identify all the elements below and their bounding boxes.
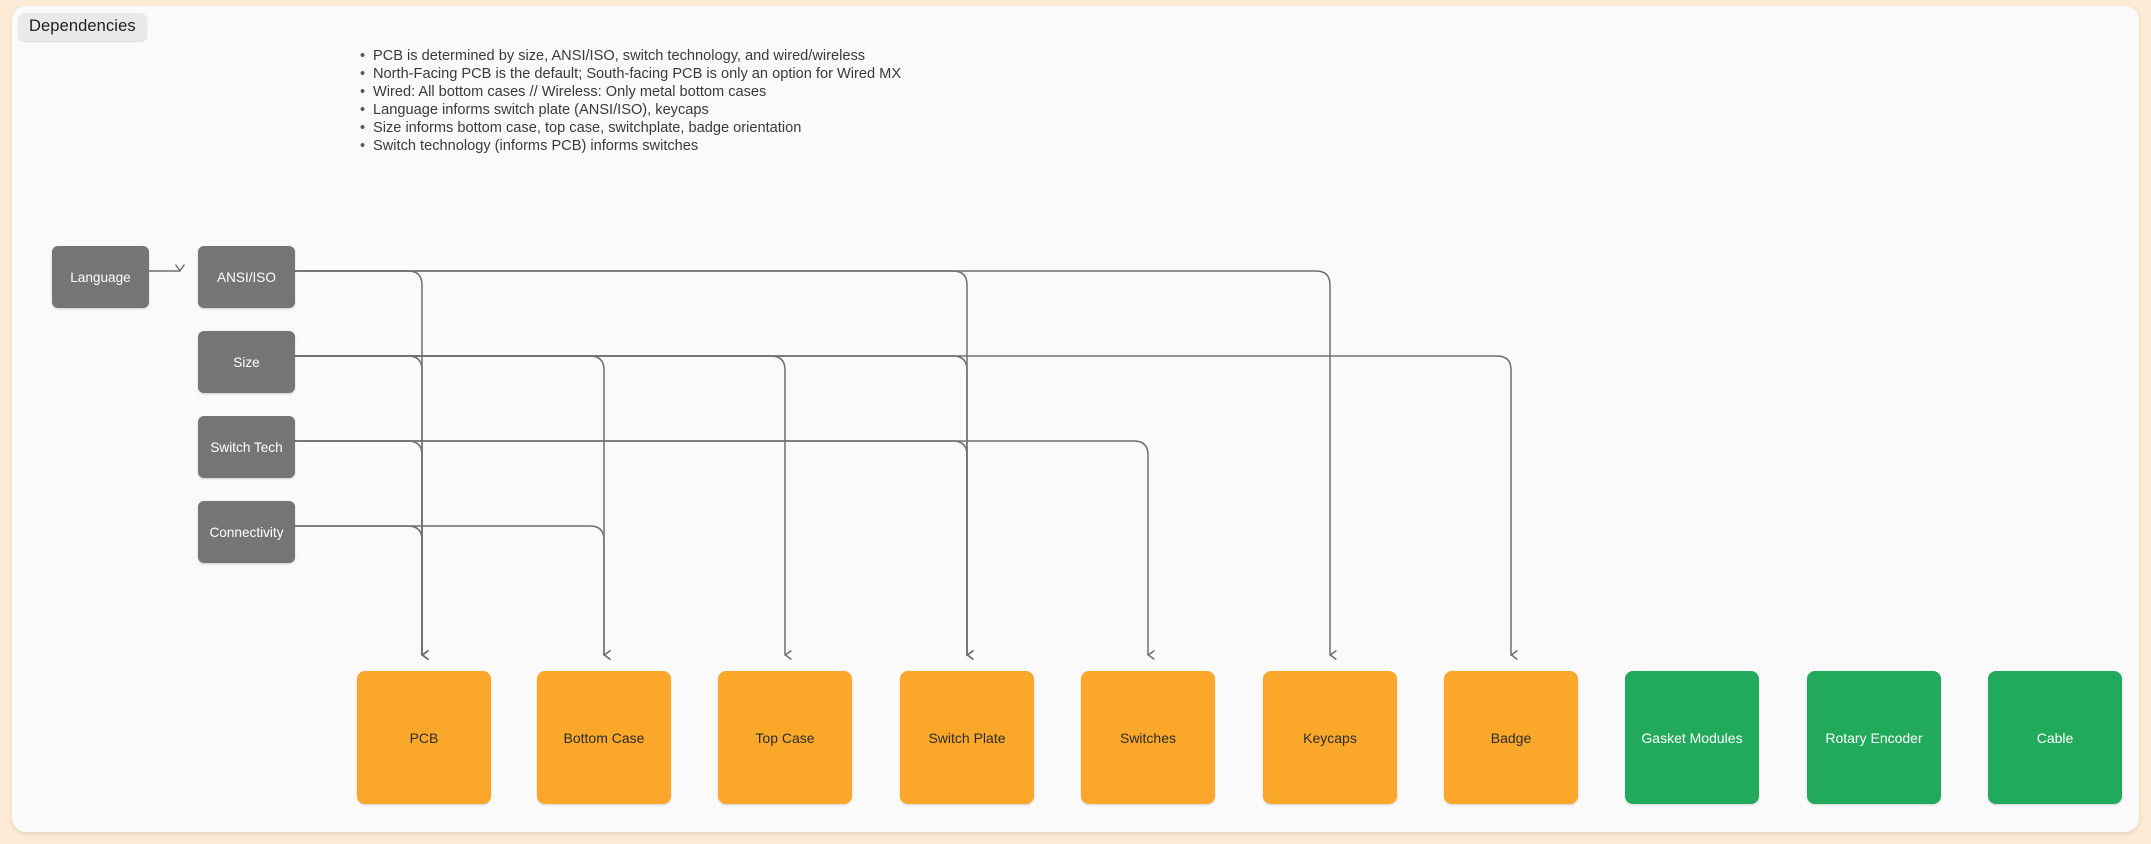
panel-title-tab[interactable]: Dependencies	[18, 13, 147, 41]
edge-size-switchplate	[282, 355, 974, 660]
node-label: ANSI/ISO	[217, 269, 276, 285]
edge-connectivity-pcb	[282, 525, 429, 660]
output-node-switches[interactable]: Switches	[1081, 671, 1215, 804]
diagram-canvas[interactable]: Dependencies PCB is determined by size, …	[12, 6, 2139, 832]
node-label: Switch Plate	[928, 729, 1006, 746]
output-node-gasket_modules[interactable]: Gasket Modules	[1625, 671, 1759, 804]
node-label: Bottom Case	[563, 729, 645, 746]
edge-switchtech-pcb	[282, 440, 429, 660]
edge-switchtech-switches	[282, 440, 1155, 660]
source-node-size[interactable]: Size	[198, 331, 295, 393]
edge-size-bottomcase	[282, 355, 611, 660]
node-label: Language	[70, 269, 131, 285]
edge-size-badge	[282, 355, 1518, 660]
output-node-cable[interactable]: Cable	[1988, 671, 2122, 804]
output-node-rotary_encoder[interactable]: Rotary Encoder	[1807, 671, 1941, 804]
edge-size-topcase	[282, 355, 792, 660]
source-node-language[interactable]: Language	[52, 246, 149, 308]
node-label: Gasket Modules	[1641, 729, 1743, 746]
note-item: PCB is determined by size, ANSI/ISO, swi…	[360, 48, 901, 66]
source-node-switch_tech[interactable]: Switch Tech	[198, 416, 295, 478]
note-item: Wired: All bottom cases // Wireless: Onl…	[360, 84, 901, 102]
edge-connectivity-bottomcase	[282, 525, 611, 660]
node-label: Connectivity	[209, 524, 284, 540]
edge-ansiiso-switchplate	[282, 270, 974, 660]
node-label: Keycaps	[1303, 729, 1357, 746]
node-label: Switch Tech	[210, 439, 283, 455]
node-label: Cable	[2036, 729, 2074, 746]
edge-ansiiso-keycaps	[282, 270, 1337, 660]
edge-switchtech-switchplate	[282, 440, 974, 660]
output-node-bottom_case[interactable]: Bottom Case	[537, 671, 671, 804]
note-item: Language informs switch plate (ANSI/ISO)…	[360, 102, 901, 120]
note-item: Size informs bottom case, top case, swit…	[360, 120, 901, 138]
node-label: Badge	[1490, 729, 1532, 746]
node-label: Size	[233, 354, 260, 370]
output-node-switch_plate[interactable]: Switch Plate	[900, 671, 1034, 804]
output-node-keycaps[interactable]: Keycaps	[1263, 671, 1397, 804]
node-label: PCB	[409, 729, 439, 746]
notes-list: PCB is determined by size, ANSI/ISO, swi…	[360, 48, 901, 155]
edges-layer	[136, 264, 1518, 660]
output-node-badge[interactable]: Badge	[1444, 671, 1578, 804]
note-item: North-Facing PCB is the default; South-f…	[360, 66, 901, 84]
node-label: Rotary Encoder	[1825, 729, 1923, 746]
node-label: Switches	[1119, 729, 1177, 746]
source-node-connectivity[interactable]: Connectivity	[198, 501, 295, 563]
node-label: Top Case	[755, 729, 815, 746]
note-item: Switch technology (informs PCB) informs …	[360, 138, 901, 156]
edge-size-pcb	[282, 355, 429, 660]
edge-ansiiso-pcb	[282, 270, 429, 660]
source-node-ansi_iso[interactable]: ANSI/ISO	[198, 246, 295, 308]
output-node-top_case[interactable]: Top Case	[718, 671, 852, 804]
output-node-pcb[interactable]: PCB	[357, 671, 491, 804]
